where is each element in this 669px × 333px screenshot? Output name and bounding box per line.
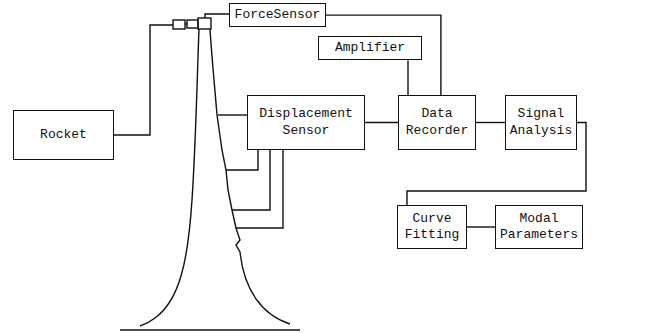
- rocket-lead: [114, 25, 173, 135]
- recorder-box: Data Recorder: [398, 95, 476, 150]
- connector: [476, 122, 505, 123]
- node-label: Signal Analysis: [506, 105, 576, 140]
- attachment-block: [173, 20, 185, 29]
- connector-line: [407, 60, 408, 95]
- process-box: Curve Fitting: [397, 205, 467, 249]
- sensor-lead: [226, 150, 258, 170]
- attachment-block: [198, 18, 211, 29]
- sensor-lead: [218, 114, 247, 115]
- connector-line: [476, 122, 505, 123]
- result-box: Modal Parameters: [495, 205, 583, 249]
- amplifier-box: Amplifier: [318, 36, 422, 60]
- sensor-link: [205, 14, 229, 18]
- sensor-box: ForceSensor: [229, 3, 326, 27]
- node-label: Data Recorder: [399, 105, 475, 140]
- node-label: Rocket: [14, 126, 113, 144]
- sensor-box: Displacement Sensor: [247, 95, 365, 150]
- node-label: Amplifier: [319, 39, 421, 57]
- connector-line: [365, 122, 398, 123]
- node-label: ForceSensor: [230, 6, 325, 24]
- attachment-block: [187, 20, 198, 28]
- rocket-box: Rocket: [13, 110, 114, 160]
- structure-left-edge: [140, 29, 199, 326]
- node-label: Curve Fitting: [398, 210, 466, 245]
- node-label: Displacement Sensor: [248, 105, 364, 140]
- sensor-lead: [236, 150, 283, 228]
- structure-right-edge: [210, 29, 290, 324]
- ground-line: [120, 329, 300, 330]
- attachment-link: [185, 23, 187, 24]
- connector: [467, 227, 495, 228]
- connector: [408, 60, 409, 95]
- sensor-lead: [232, 150, 270, 210]
- analysis-box: Signal Analysis: [505, 95, 577, 150]
- connector: [365, 122, 398, 123]
- connector-line: [467, 226, 495, 227]
- node-label: Modal Parameters: [496, 210, 582, 245]
